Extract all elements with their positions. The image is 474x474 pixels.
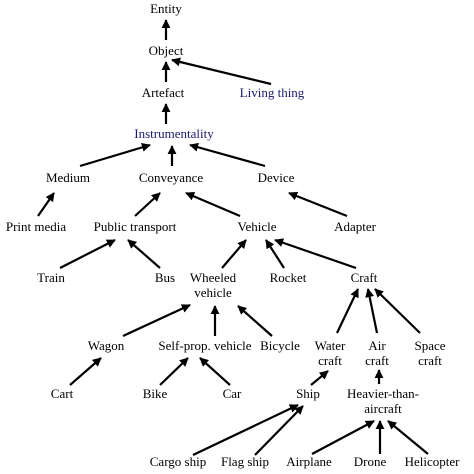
edge-layer	[37, 19, 429, 456]
edge-air-craft-to-craft	[365, 288, 379, 334]
node-space-craft-line-1: Space	[414, 338, 445, 353]
node-wagon: Wagon	[88, 338, 125, 353]
node-adapter: Adapter	[334, 219, 377, 234]
edge-rocket-to-vehicle	[265, 239, 285, 269]
node-rocket-line-1: Rocket	[270, 270, 307, 285]
edge-public-transport-to-conveyance	[134, 192, 161, 217]
node-cargo-ship-line-1: Cargo ship	[150, 454, 206, 469]
node-train: Train	[37, 270, 65, 285]
node-conveyance: Conveyance	[139, 170, 203, 185]
node-flag-ship-line-1: Flag ship	[221, 454, 269, 469]
node-heavier-than-aircraft: Heavier-than-aircraft	[347, 386, 419, 416]
node-drone-line-1: Drone	[354, 454, 387, 469]
edge-wheeled-vehicle-to-vehicle	[221, 239, 247, 269]
node-living-thing: Living thing	[240, 85, 305, 100]
node-car-line-1: Car	[223, 386, 242, 401]
edge-craft-to-vehicle	[274, 238, 357, 270]
node-car: Car	[223, 386, 242, 401]
node-cart-line-1: Cart	[51, 386, 74, 401]
node-cart: Cart	[51, 386, 74, 401]
node-artefact: Artefact	[142, 85, 185, 100]
node-heavier-than-aircraft-line-1: Heavier-than-	[347, 386, 419, 401]
edge-device-to-instrumentality	[189, 142, 266, 168]
node-public-transport: Public transport	[94, 219, 177, 234]
edge-ship-to-water-craft	[310, 370, 329, 386]
node-ship-line-1: Ship	[296, 386, 320, 401]
node-entity: Entity	[150, 1, 182, 16]
node-artefact-line-1: Artefact	[142, 85, 185, 100]
node-public-transport-line-1: Public transport	[94, 219, 177, 234]
node-drone: Drone	[354, 454, 387, 469]
node-living-thing-line-1: Living thing	[240, 85, 305, 100]
node-bus: Bus	[155, 270, 175, 285]
edge-train-to-public-transport	[59, 239, 116, 269]
edge-medium-to-instrumentality	[79, 143, 151, 168]
edge-wagon-to-wheeled-vehicle	[122, 304, 191, 337]
node-vehicle: Vehicle	[238, 219, 277, 234]
edge-helicopter-to-heavier-than-aircraft	[387, 420, 429, 455]
node-self-prop-vehicle: Self-prop. vehicle	[158, 338, 251, 353]
node-device: Device	[258, 170, 295, 185]
node-bike: Bike	[143, 386, 168, 401]
node-air-craft-line-2: craft	[365, 353, 389, 368]
node-bicycle: Bicycle	[260, 338, 300, 353]
edge-car-to-self-prop-vehicle	[199, 357, 231, 386]
node-adapter-line-1: Adapter	[334, 219, 377, 234]
edge-adapter-to-device	[288, 191, 348, 218]
node-object-line-1: Object	[149, 43, 184, 58]
node-entity-line-1: Entity	[150, 1, 182, 16]
node-water-craft-line-1: Water	[315, 338, 346, 353]
edge-water-craft-to-craft	[336, 288, 359, 334]
node-print-media: Print media	[6, 219, 67, 234]
node-craft-line-1: Craft	[351, 270, 378, 285]
node-object: Object	[149, 43, 184, 58]
node-wheeled-vehicle-line-1: Wheeled	[190, 270, 237, 285]
node-bicycle-line-1: Bicycle	[260, 338, 300, 353]
node-ship: Ship	[296, 386, 320, 401]
node-instrumentality: Instrumentality	[134, 126, 214, 141]
node-flag-ship: Flag ship	[221, 454, 269, 469]
node-airplane: Airplane	[286, 454, 332, 469]
node-water-craft-line-2: craft	[318, 353, 342, 368]
node-instrumentality-line-1: Instrumentality	[134, 126, 214, 141]
node-self-prop-vehicle-line-1: Self-prop. vehicle	[158, 338, 251, 353]
node-wagon-line-1: Wagon	[88, 338, 125, 353]
node-craft: Craft	[351, 270, 378, 285]
edge-print-media-to-medium	[37, 192, 55, 217]
edge-vehicle-to-conveyance	[185, 191, 241, 218]
edge-flag-ship-to-ship	[254, 405, 304, 456]
node-print-media-line-1: Print media	[6, 219, 67, 234]
edge-cargo-ship-to-ship	[192, 404, 299, 456]
edge-space-craft-to-craft	[374, 288, 421, 334]
node-bike-line-1: Bike	[143, 386, 168, 401]
node-air-craft-line-1: Air	[368, 338, 386, 353]
edge-cart-to-wagon	[69, 357, 102, 386]
edge-bus-to-public-transport	[127, 239, 161, 269]
edge-living-thing-to-object	[171, 57, 272, 86]
node-conveyance-line-1: Conveyance	[139, 170, 203, 185]
edge-airplane-to-heavier-than-aircraft	[311, 420, 375, 455]
node-cargo-ship: Cargo ship	[150, 454, 206, 469]
node-device-line-1: Device	[258, 170, 295, 185]
node-helicopter: Helicopter	[405, 454, 461, 469]
node-vehicle-line-1: Vehicle	[238, 219, 277, 234]
node-heavier-than-aircraft-line-2: aircraft	[364, 401, 402, 416]
node-bus-line-1: Bus	[155, 270, 175, 285]
node-medium-line-1: Medium	[46, 170, 90, 185]
node-medium: Medium	[46, 170, 90, 185]
node-airplane-line-1: Airplane	[286, 454, 332, 469]
edge-bicycle-to-wheeled-vehicle	[237, 305, 273, 337]
node-helicopter-line-1: Helicopter	[405, 454, 461, 469]
node-rocket: Rocket	[270, 270, 307, 285]
node-train-line-1: Train	[37, 270, 65, 285]
node-space-craft-line-2: craft	[418, 353, 442, 368]
node-wheeled-vehicle-line-2: vehicle	[194, 285, 232, 300]
edge-bike-to-self-prop-vehicle	[159, 357, 189, 386]
